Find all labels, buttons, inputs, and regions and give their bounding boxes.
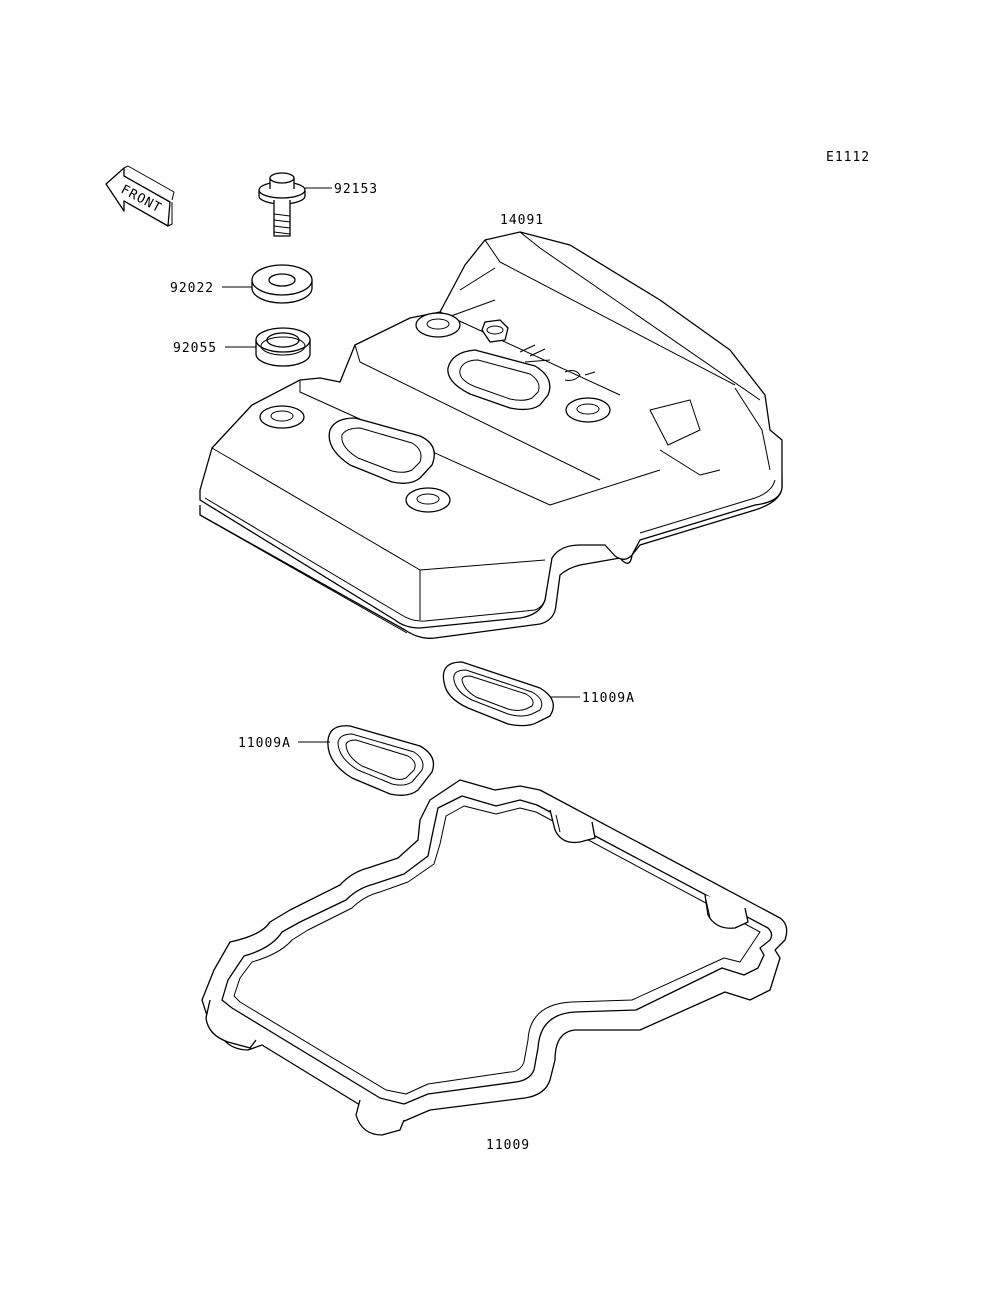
- cylinder-head-cover: [199, 231, 783, 639]
- part-label-11009: 11009: [486, 1138, 530, 1153]
- plug-gasket-right: [442, 661, 554, 727]
- cover-bolt-hole: [405, 487, 451, 513]
- plug-port: [328, 417, 435, 484]
- cover-bolt-hole: [565, 397, 611, 423]
- part-label-92055: 92055: [173, 341, 217, 356]
- plug-port: [447, 349, 551, 411]
- part-label-92022: 92022: [170, 281, 214, 296]
- cover-bolt-hole: [415, 312, 461, 338]
- head-cover-gasket: [201, 779, 788, 1136]
- diagram-code: E1112: [826, 150, 870, 165]
- washer-part: [251, 264, 313, 304]
- part-label-11009A-right: 11009A: [582, 691, 635, 706]
- bolt-part: [258, 172, 306, 237]
- cover-bolt-head: [481, 319, 509, 343]
- plug-gasket-left: [327, 725, 435, 796]
- part-label-92153: 92153: [334, 182, 378, 197]
- part-label-14091: 14091: [500, 213, 544, 228]
- front-arrow-icon: FRONT: [105, 165, 175, 227]
- part-label-11009A-left: 11009A: [238, 736, 291, 751]
- cover-bolt-hole: [259, 405, 305, 429]
- grommet-part: [255, 327, 311, 367]
